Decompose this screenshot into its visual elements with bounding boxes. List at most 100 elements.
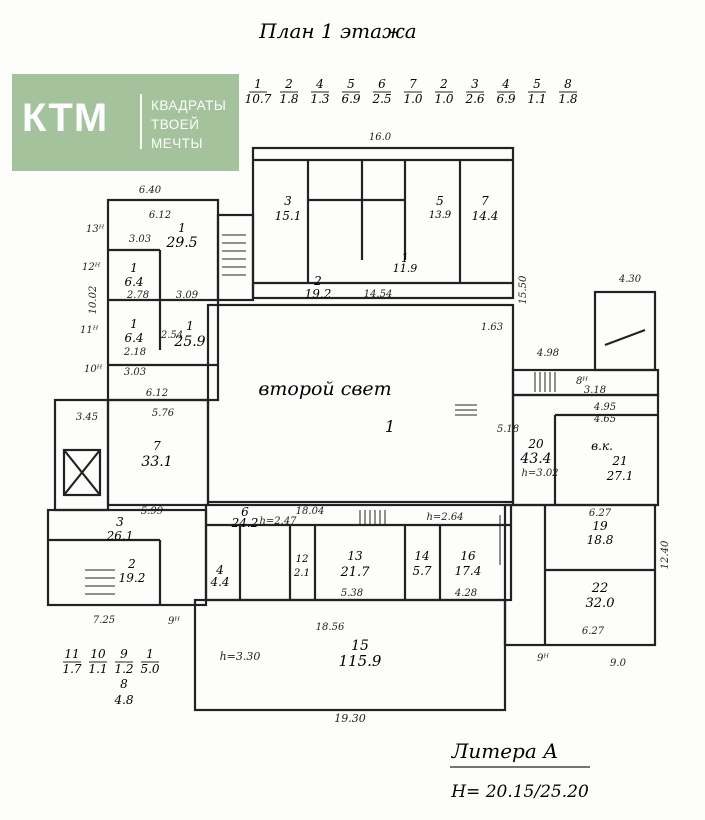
room-14-area: 5.7	[412, 564, 431, 578]
dim-303a: 3.03	[129, 234, 151, 245]
legend-top-item-num: 4	[501, 77, 510, 91]
room-16-area: 17.4	[455, 564, 482, 578]
height-note: Н= 20.15/25.20	[450, 782, 589, 802]
legend-bottom-extra-area: 4.8	[113, 693, 133, 707]
main-hall-number: 1	[385, 417, 395, 436]
room-6-area: 24.2	[231, 516, 259, 530]
room-t2-num: 2	[313, 274, 322, 288]
room-14-num: 14	[414, 549, 429, 563]
legend-top-item-num: 8	[564, 77, 572, 91]
legend-top-item-area: 6.9	[341, 92, 360, 106]
room-vk-label: в.к.	[591, 439, 613, 453]
room-t7-num: 7	[481, 194, 489, 208]
logo-slogan-line3: МЕЧТЫ	[151, 136, 203, 151]
room-19-area: 18.8	[587, 533, 614, 547]
legend-top-item-num: 6	[378, 77, 386, 91]
dim-1240: 12.40	[660, 540, 671, 569]
floor-mark-12: 12ᴴ	[82, 262, 101, 273]
legend-bottom-item-area: 1.2	[114, 662, 133, 676]
legend-top-item-num: 4	[315, 77, 324, 91]
room-t2-area: 19.2	[305, 287, 332, 301]
legend-top-item-area: 1.1	[527, 92, 546, 106]
room-20-num: 20	[527, 437, 544, 451]
dim-518: 5.18	[497, 424, 519, 435]
dim-303b: 3.03	[124, 367, 146, 378]
dim-1550: 15.50	[518, 275, 529, 304]
room-t5-num: 5	[436, 194, 444, 208]
legend-top-item-area: 1.8	[279, 92, 298, 106]
room-1d-area: 25.9	[173, 334, 205, 350]
legend-bottom-item-num: 11	[64, 647, 79, 661]
room-22-area: 32.0	[586, 596, 615, 611]
dim-428: 4.28	[454, 588, 477, 599]
legend-top-item-num: 5	[347, 77, 355, 91]
second-light-label: второй свет	[258, 378, 391, 400]
dim-627b: 6.27	[582, 626, 605, 637]
dim-612b: 6.12	[146, 388, 168, 399]
floor-mark-10: 10ᴴ	[84, 364, 103, 375]
dim-725: 7.25	[93, 615, 115, 626]
legend-top-item-area: 10.7	[245, 92, 272, 106]
dim-318: 3.18	[584, 385, 606, 396]
logo-slogan: КВАДРАТЫ ТВОЕЙ МЕЧТЫ	[151, 96, 226, 153]
legend-top-item-area: 1.3	[310, 92, 329, 106]
litera-label: Литера А	[451, 739, 559, 763]
legend-bottom-extra-num: 8	[120, 677, 128, 691]
dim-1002: 10.02	[88, 286, 99, 315]
room-t3-area: 15.1	[275, 209, 302, 223]
dim-h247: h=2.47	[259, 516, 297, 527]
room-1b-area: 6.4	[124, 275, 143, 289]
legend-top-item-num: 2	[284, 77, 293, 91]
dim-309: 3.09	[176, 290, 199, 301]
room-7-num: 7	[153, 439, 161, 453]
legend-top-item-num: 2	[439, 77, 448, 91]
dim-538: 5.38	[341, 588, 363, 599]
dim-1804: 18.04	[296, 506, 325, 517]
legend-top-item-num: 5	[533, 77, 541, 91]
dim-163: 1.63	[481, 322, 503, 333]
room-6-num: 6	[241, 505, 249, 519]
room-1b-num: 1	[130, 261, 138, 275]
dim-h264: h=2.64	[426, 512, 463, 523]
dim-640: 6.40	[139, 185, 162, 196]
legend-bottom-item-num: 1	[146, 647, 154, 661]
dim-218: 2.18	[123, 347, 146, 358]
logo-divider	[140, 94, 142, 149]
room-3-num: 3	[116, 515, 124, 529]
dim-576: 5.76	[152, 408, 175, 419]
logo-slogan-line1: КВАДРАТЫ	[151, 98, 227, 113]
legend-bottom-item-area: 1.1	[88, 662, 107, 676]
room-13-area: 21.7	[340, 565, 371, 580]
room-1a-area: 29.5	[165, 235, 197, 251]
dim-465: 4.65	[593, 414, 616, 425]
room-t1-num: 1	[401, 251, 409, 265]
room-t3-num: 3	[284, 194, 292, 208]
room-15-num: 15	[351, 638, 369, 654]
dim-1454: 14.54	[364, 289, 393, 300]
dim-h302: h=3.02	[521, 468, 558, 479]
room-4-area: 4.4	[209, 575, 229, 589]
room-1d-num: 1	[186, 319, 194, 333]
room-1c-num: 1	[130, 317, 138, 331]
ktm-logo: КТМ КВАДРАТЫ ТВОЕЙ МЕЧТЫ	[12, 74, 239, 171]
plan-title: План 1 этажа	[258, 19, 416, 43]
legend-top: 110.721.841.356.962.571.021.032.646.951.…	[245, 77, 578, 106]
dim-430: 4.30	[618, 274, 642, 285]
dim-278: 2.78	[126, 290, 149, 301]
logo-mark: КТМ	[22, 96, 109, 140]
legend-top-item-area: 6.9	[496, 92, 515, 106]
dim-1856: 18.56	[316, 622, 345, 633]
dim-900: 9.0	[610, 658, 627, 669]
room-21-num: 21	[611, 454, 627, 468]
room-t1-area: 11.9	[393, 262, 418, 275]
dim-599: 5.99	[141, 506, 164, 517]
room-2-num: 2	[127, 557, 136, 571]
dim-345: 3.45	[76, 412, 98, 423]
legend-bottom-item-num: 9	[120, 647, 128, 661]
room-15-wall	[193, 598, 507, 712]
legend-top-item-area: 1.0	[403, 92, 422, 106]
room-12-num: 12	[296, 554, 309, 565]
room-t5-area: 13.9	[429, 210, 452, 221]
room-15-area: 115.9	[339, 652, 382, 670]
